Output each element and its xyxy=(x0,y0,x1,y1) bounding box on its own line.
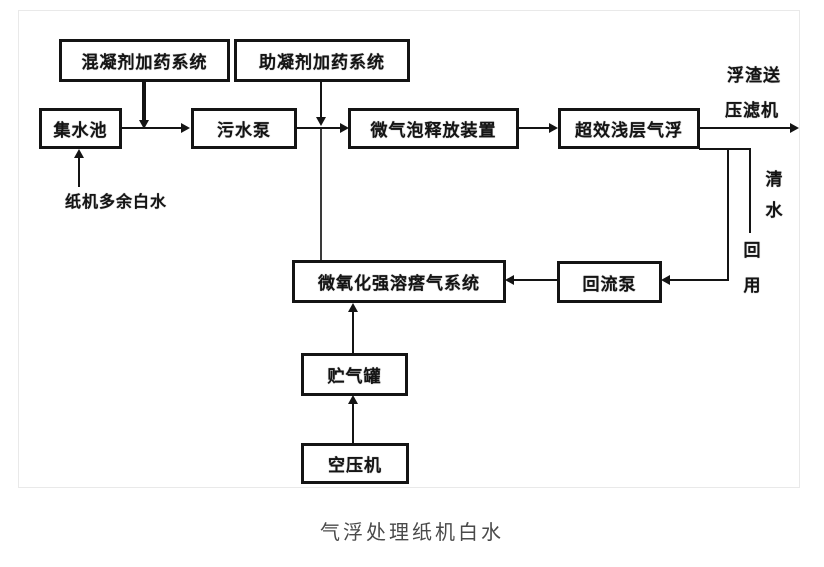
line-daf-bottom-stub xyxy=(699,148,751,150)
arrow-into-return-pump xyxy=(661,275,670,285)
arrow-coagulant-down xyxy=(139,120,149,129)
line-return-to-dissolving xyxy=(513,279,558,281)
arrow-pump-to-release xyxy=(340,123,349,133)
line-inflow-up xyxy=(78,153,80,187)
line-daf-to-press xyxy=(700,127,792,129)
arrow-compressor-to-tank xyxy=(348,395,358,404)
label-reuse: 回用 xyxy=(743,241,761,295)
line-coagulant-down xyxy=(142,82,146,124)
node-shallow-daf: 超效浅层气浮 xyxy=(558,108,700,149)
node-return-pump: 回流泵 xyxy=(557,261,662,303)
line-clearwater-reuse xyxy=(749,148,751,233)
line-tank-to-dissolving xyxy=(352,307,354,353)
figure-caption: 气浮处理纸机白水 xyxy=(320,522,504,544)
line-compressor-to-tank xyxy=(352,399,354,443)
line-daf-drop-return xyxy=(727,148,729,281)
label-scum-line1: 浮渣送 xyxy=(727,66,781,85)
node-flocculant-dosing: 助凝剂加药系统 xyxy=(234,39,410,82)
line-flocculant-down xyxy=(320,82,322,120)
arrow-into-dissolving xyxy=(505,275,514,285)
diagram-frame: 混凝剂加药系统 助凝剂加药系统 集水池 污水泵 微气泡释放装置 超效浅层气浮 微… xyxy=(18,10,800,488)
arrow-release-to-daf xyxy=(549,123,558,133)
line-pump-to-release xyxy=(297,127,341,129)
label-scum-line2: 压滤机 xyxy=(725,101,779,120)
line-pool-to-pump xyxy=(122,127,182,129)
node-sewage-pump: 污水泵 xyxy=(191,108,297,149)
label-clear-water: 清水 xyxy=(765,170,783,220)
node-microbubble-release: 微气泡释放装置 xyxy=(348,108,519,149)
line-dissolving-riser xyxy=(320,129,322,260)
node-dissolving-system: 微氧化强溶瘩气系统 xyxy=(292,260,506,303)
arrow-inflow-up xyxy=(74,149,84,158)
label-inflow-white-water: 纸机多余白水 xyxy=(65,194,168,211)
line-to-return-pump xyxy=(669,279,729,281)
node-collection-pool: 集水池 xyxy=(39,108,122,149)
arrow-daf-to-press xyxy=(790,123,799,133)
node-air-compressor: 空压机 xyxy=(301,443,409,484)
arrow-pool-to-pump xyxy=(181,123,190,133)
line-release-to-daf xyxy=(519,127,550,129)
node-gas-tank: 贮气罐 xyxy=(301,353,408,396)
arrow-flocculant-down xyxy=(316,117,326,126)
node-coagulant-dosing: 混凝剂加药系统 xyxy=(59,39,230,82)
arrow-tank-to-dissolving xyxy=(348,303,358,312)
